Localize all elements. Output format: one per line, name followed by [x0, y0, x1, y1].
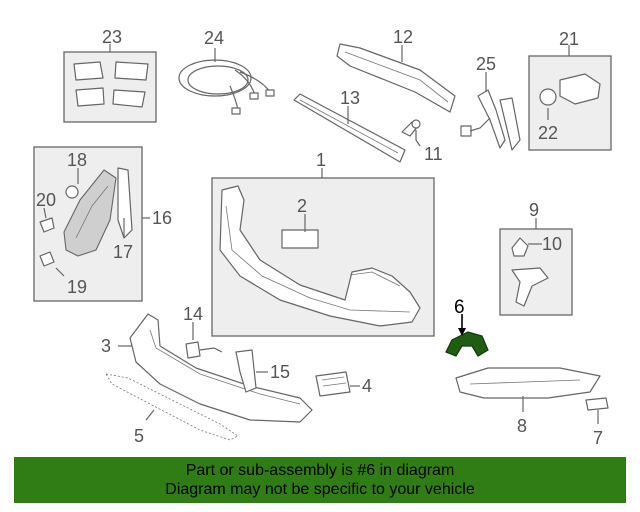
part-4-group: 4 — [315, 371, 372, 397]
part-11-group: 11 — [401, 119, 443, 164]
part-3-lower-cover — [129, 313, 313, 423]
callout-14[interactable]: 14 — [183, 304, 203, 324]
part-9-group: 9 10 — [499, 200, 573, 316]
part-25 — [477, 89, 506, 149]
callout-9[interactable]: 9 — [529, 200, 539, 220]
callout-21[interactable]: 21 — [559, 29, 579, 49]
callout-13[interactable]: 13 — [340, 88, 360, 108]
part-14-group: 14 — [183, 304, 223, 359]
callout-15[interactable]: 15 — [270, 362, 290, 382]
callout-8[interactable]: 8 — [517, 416, 527, 436]
info-banner: Part or sub-assembly is #6 in diagram Di… — [14, 457, 626, 503]
callout-2[interactable]: 2 — [297, 196, 307, 216]
part-2-panel — [281, 229, 319, 249]
part-21-sensor — [559, 73, 601, 105]
callout-19[interactable]: 19 — [67, 277, 87, 297]
callout-6[interactable]: 6 — [454, 297, 465, 318]
part-12-group: 12 — [336, 27, 456, 113]
callout-12[interactable]: 12 — [393, 27, 413, 47]
part-24-group: 24 — [178, 28, 275, 115]
part-1-cover — [219, 185, 421, 327]
part-5-trim — [105, 373, 239, 441]
part-23-box — [63, 51, 157, 123]
part-16-lamp — [63, 169, 117, 257]
part-8-group: 8 — [455, 367, 601, 436]
part-10-clip — [511, 237, 529, 257]
part-25-group: 25 — [460, 54, 521, 151]
callout-20[interactable]: 20 — [36, 190, 56, 210]
callout-1[interactable]: 1 — [316, 150, 326, 170]
callout-7[interactable]: 7 — [593, 428, 603, 448]
part-15 — [235, 349, 257, 393]
part-12 — [336, 43, 456, 113]
callout-25[interactable]: 25 — [476, 54, 496, 74]
part-21-group: 21 22 — [528, 29, 612, 151]
banner-line-part: Part or sub-assembly is #6 in diagram — [185, 462, 455, 479]
part-4 — [315, 371, 351, 397]
part-9-bracket — [511, 267, 549, 307]
part-23-decal — [112, 89, 146, 108]
part-23-decal — [114, 61, 149, 81]
callout-23[interactable]: 23 — [102, 27, 122, 47]
part-1-group: 1 2 — [211, 150, 435, 337]
callout-10[interactable]: 10 — [542, 234, 562, 254]
callout-16[interactable]: 16 — [152, 208, 172, 228]
callout-17[interactable]: 17 — [113, 242, 133, 262]
part-13-group: 13 — [293, 88, 406, 163]
callout-4[interactable]: 4 — [362, 376, 372, 396]
part-23-decal — [73, 61, 104, 81]
part-16-group: 18 20 17 19 16 — [33, 146, 172, 302]
part-23-group: 23 — [63, 27, 157, 123]
part-23-decal — [75, 87, 105, 107]
parts-diagram: 23 24 12 25 21 22 — [33, 27, 612, 448]
callout-11[interactable]: 11 — [424, 144, 443, 164]
callout-5[interactable]: 5 — [134, 426, 144, 446]
part-22-ring — [539, 88, 557, 106]
part-13 — [293, 93, 406, 163]
part-8 — [455, 367, 601, 399]
part-14 — [185, 341, 201, 359]
part-7 — [585, 397, 609, 411]
part-3-group: 3 5 — [101, 313, 313, 446]
callout-22[interactable]: 22 — [538, 123, 558, 143]
part-15-group: 15 — [235, 349, 290, 393]
part-6-highlighted[interactable] — [445, 331, 489, 357]
part-7-group: 7 — [585, 397, 609, 448]
callout-3[interactable]: 3 — [101, 336, 111, 356]
banner-line-disclaimer: Diagram may not be specific to your vehi… — [165, 481, 475, 498]
part-6-group: 6 — [445, 297, 489, 357]
callout-24[interactable]: 24 — [204, 28, 224, 48]
callout-18[interactable]: 18 — [67, 150, 87, 170]
